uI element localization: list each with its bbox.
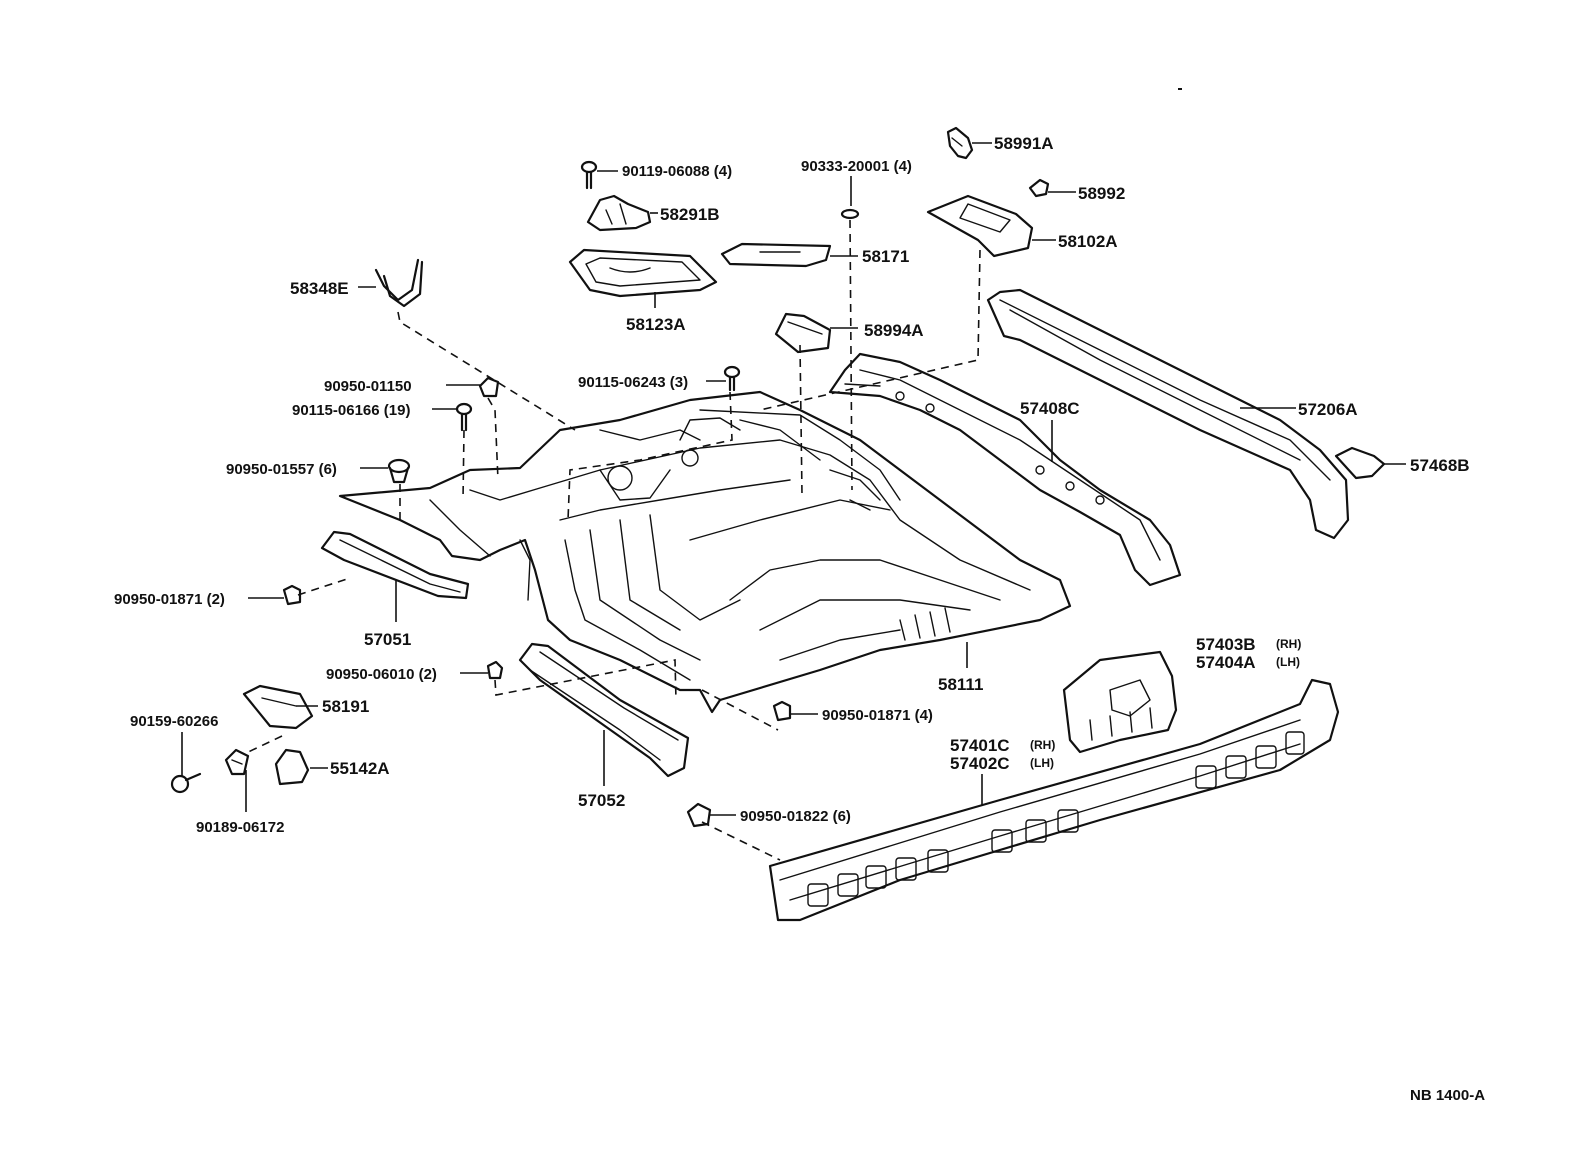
- part-58348E-bracket[interactable]: [374, 258, 424, 308]
- part-90950-01871-plug-a[interactable]: [282, 584, 302, 606]
- label-90119[interactable]: 90119-06088 (4): [622, 163, 732, 180]
- label-58123A[interactable]: 58123A: [626, 315, 686, 334]
- part-58171-plate[interactable]: [720, 242, 832, 268]
- diagram-code: NB 1400-A: [1410, 1087, 1485, 1104]
- label-58348E[interactable]: 58348E: [290, 279, 349, 298]
- label-90950-01557[interactable]: 90950-01557 (6): [226, 461, 337, 478]
- label-58991A[interactable]: 58991A: [994, 134, 1054, 153]
- label-57402C[interactable]: 57402C: [950, 754, 1010, 773]
- part-57403B-gusset[interactable]: [1062, 650, 1178, 754]
- part-90950-01871-plug-b[interactable]: [772, 700, 792, 722]
- part-58994A-bracket[interactable]: [774, 312, 832, 354]
- label-57404A[interactable]: 57404A: [1196, 653, 1256, 672]
- part-58291B-boot[interactable]: [586, 194, 652, 232]
- label-58291B[interactable]: 58291B: [660, 205, 720, 224]
- label-57404A-lh: (LH): [1276, 655, 1300, 669]
- part-57052-rail[interactable]: [518, 642, 690, 778]
- part-90950-01822-plug[interactable]: [686, 802, 712, 828]
- part-58191-bracket[interactable]: [242, 684, 314, 730]
- part-57408C-crossmember[interactable]: [828, 352, 1182, 587]
- label-90115-06243[interactable]: 90115-06243 (3): [578, 374, 688, 391]
- part-90115-06243-bolt[interactable]: [723, 365, 741, 392]
- label-90159[interactable]: 90159-60266: [130, 713, 218, 730]
- part-58991A[interactable]: [946, 126, 974, 160]
- label-58994A[interactable]: 58994A: [864, 321, 924, 340]
- label-58102A[interactable]: 58102A: [1058, 232, 1118, 251]
- part-90950-01150-plug[interactable]: [478, 376, 500, 398]
- part-90115-06166-bolt[interactable]: [455, 402, 473, 432]
- label-58171[interactable]: 58171: [862, 247, 909, 266]
- label-57403B-rh: (RH): [1276, 637, 1301, 651]
- label-90950-01150[interactable]: 90950-01150: [324, 378, 412, 395]
- part-58102A-bracket[interactable]: [926, 194, 1034, 258]
- label-57468B[interactable]: 57468B: [1410, 456, 1470, 475]
- label-57408C[interactable]: 57408C: [1020, 399, 1080, 418]
- part-90950-01557-plug[interactable]: [387, 458, 411, 484]
- part-58123A-panel[interactable]: [568, 248, 718, 298]
- part-90333-washer[interactable]: [840, 208, 860, 220]
- label-90950-01871-4[interactable]: 90950-01871 (4): [822, 707, 933, 724]
- part-58111-floor-pan[interactable]: [338, 390, 1072, 714]
- label-57052[interactable]: 57052: [578, 791, 625, 810]
- part-90119-bolt[interactable]: [580, 160, 598, 190]
- part-labels: 58991A 90333-20001 (4) 58992 90119-06088…: [114, 134, 1485, 1104]
- part-90189-clip[interactable]: [224, 748, 250, 776]
- label-58111[interactable]: 58111: [938, 675, 983, 694]
- label-90950-01871-2[interactable]: 90950-01871 (2): [114, 591, 225, 608]
- label-90333[interactable]: 90333-20001 (4): [801, 158, 912, 175]
- label-55142A[interactable]: 55142A: [330, 759, 390, 778]
- label-58191[interactable]: 58191: [322, 697, 369, 716]
- label-57401C[interactable]: 57401C: [950, 736, 1010, 755]
- label-57403B[interactable]: 57403B: [1196, 635, 1256, 654]
- label-90115-06166[interactable]: 90115-06166 (19): [292, 402, 410, 419]
- label-57051[interactable]: 57051: [364, 630, 411, 649]
- stray-dot: [1178, 88, 1182, 90]
- part-90159-bolt[interactable]: [170, 772, 202, 794]
- part-55142A-bracket[interactable]: [274, 748, 310, 786]
- part-90950-06010-plug[interactable]: [486, 660, 504, 680]
- part-57206A-member[interactable]: [986, 288, 1350, 540]
- part-57051-rail[interactable]: [320, 530, 470, 600]
- label-90950-01822[interactable]: 90950-01822 (6): [740, 808, 851, 825]
- label-57401C-rh: (RH): [1030, 738, 1055, 752]
- part-58992[interactable]: [1028, 178, 1050, 198]
- leader-lines: [181, 142, 1406, 816]
- label-90950-06010[interactable]: 90950-06010 (2): [326, 666, 437, 683]
- part-57401C-side-member[interactable]: [768, 678, 1340, 922]
- label-57206A[interactable]: 57206A: [1298, 400, 1358, 419]
- label-58992[interactable]: 58992: [1078, 184, 1125, 203]
- label-57402C-lh: (LH): [1030, 756, 1054, 770]
- part-57468B-bracket[interactable]: [1334, 446, 1386, 480]
- label-90189[interactable]: 90189-06172: [196, 819, 284, 836]
